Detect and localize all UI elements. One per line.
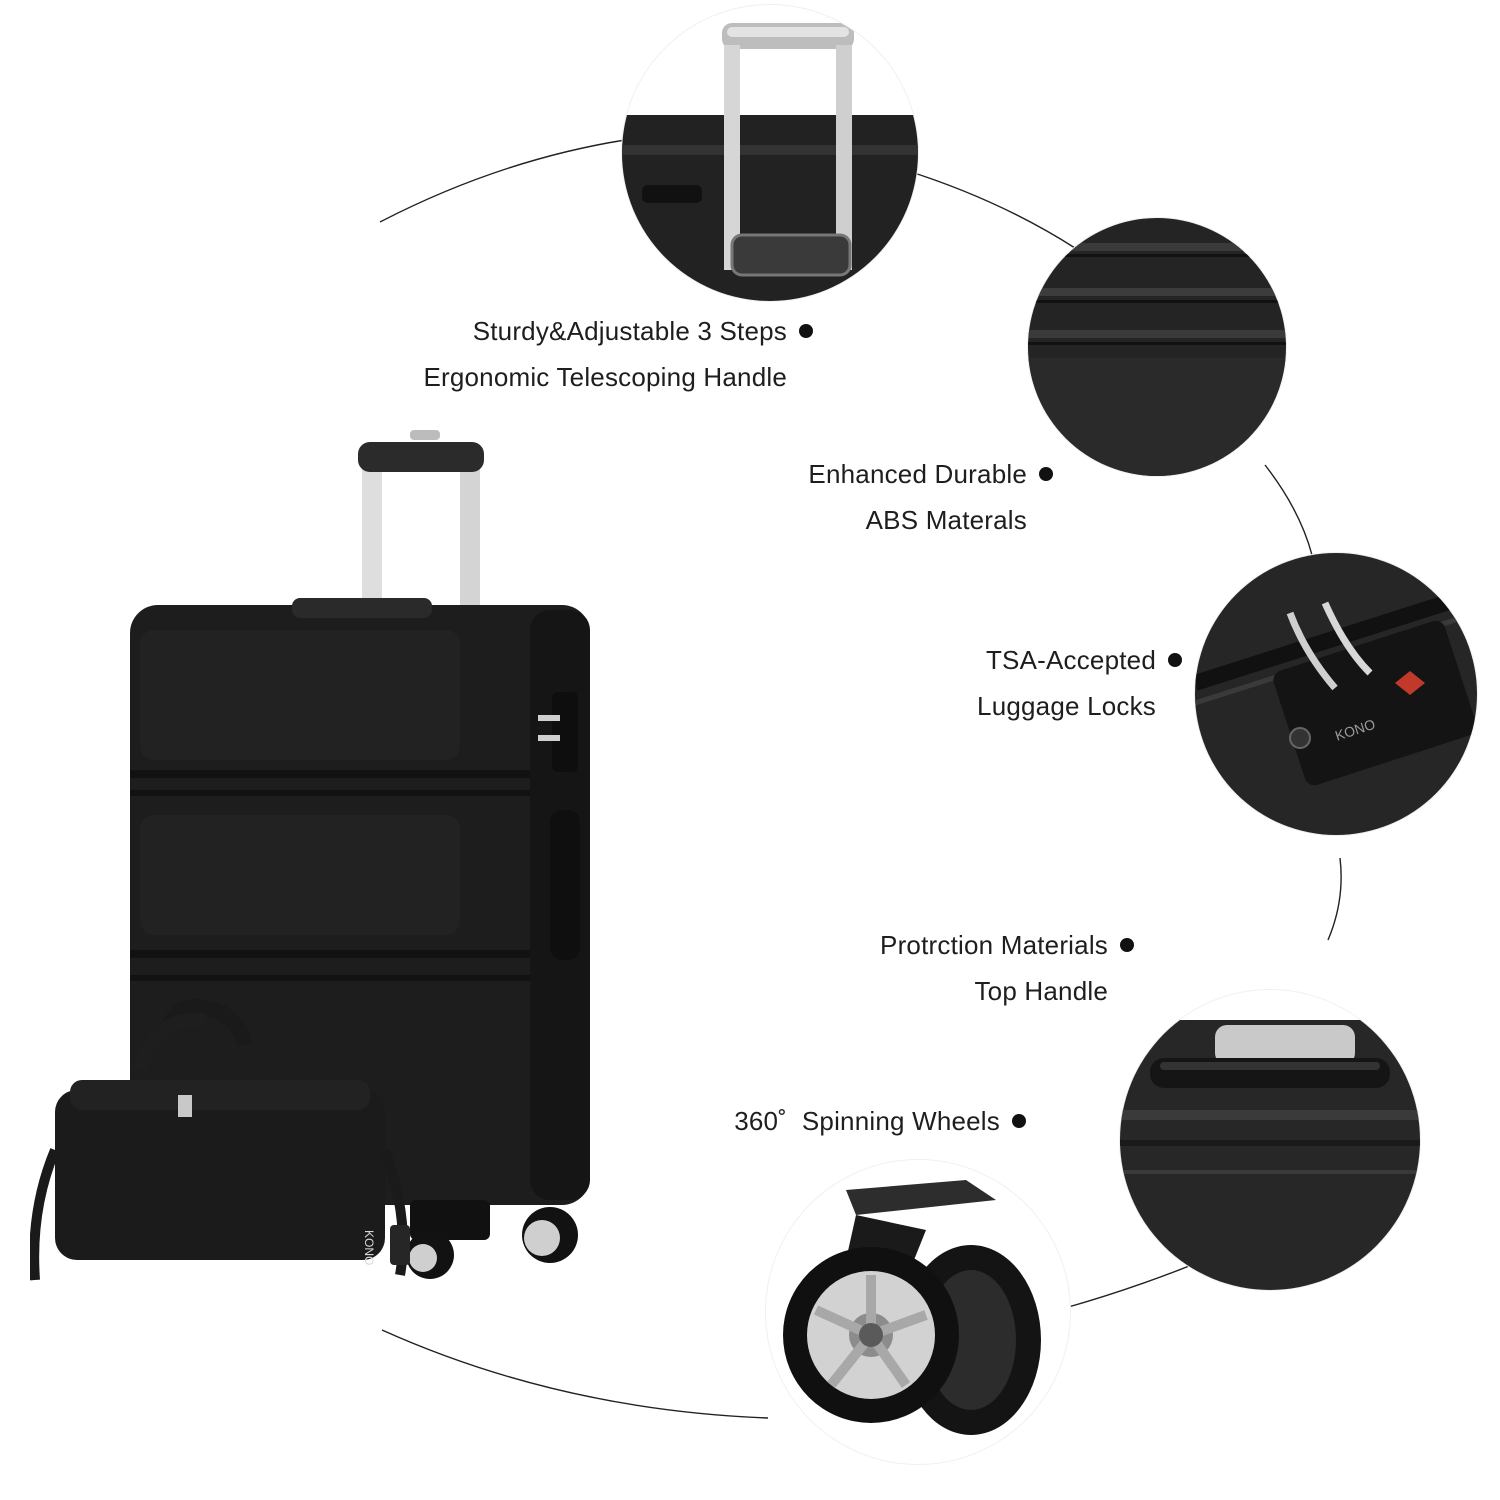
handle-rail-right: [460, 450, 480, 610]
material-detail-circle: [1028, 218, 1286, 476]
bag-brand-label: KONO: [362, 1230, 376, 1265]
lock-detail-circle: KONO: [1195, 553, 1477, 835]
feature-top-handle: Protrction Materials Top Handle: [880, 922, 1134, 1014]
luggage-set-illustration: KONO: [30, 430, 590, 1281]
feature-handle-line2: Ergonomic Telescoping Handle: [423, 362, 787, 392]
top-handle-detail-circle: [1120, 990, 1420, 1290]
feature-top-handle-line1: Protrction Materials: [880, 930, 1108, 960]
spinner-wheel-illustration: [783, 1180, 1041, 1435]
feature-materials-line2: ABS Materals: [865, 505, 1027, 535]
bullet-dot-icon: [1039, 467, 1053, 481]
feature-wheels: 360˚ Spinning Wheels: [734, 1098, 1026, 1144]
feature-materials-line1: Enhanced Durable: [808, 459, 1027, 489]
feature-top-handle-line2: Top Handle: [974, 976, 1108, 1006]
bullet-dot-icon: [1120, 938, 1134, 952]
top-handle-illustration: [1120, 1020, 1420, 1290]
duffel-bag: [55, 1090, 385, 1260]
wheels-detail-circle: [766, 1160, 1070, 1464]
abs-ribs-illustration: [1028, 218, 1286, 476]
bullet-dot-icon: [799, 324, 813, 338]
feature-locks: TSA-Accepted Luggage Locks: [977, 637, 1182, 729]
handle-grip: [358, 442, 484, 472]
feature-locks-line2: Luggage Locks: [977, 691, 1156, 721]
feature-materials: Enhanced Durable ABS Materals: [808, 451, 1053, 543]
bullet-dot-icon: [1012, 1114, 1026, 1128]
feature-locks-line1: TSA-Accepted: [985, 645, 1156, 675]
feature-wheels-line1: 360˚ Spinning Wheels: [734, 1106, 1000, 1136]
tsa-lock-illustration: KONO: [1195, 553, 1477, 835]
telescoping-handle-illustration: [622, 23, 918, 301]
handle-rail-left: [362, 450, 382, 610]
handle-detail-circle: [622, 5, 918, 301]
bullet-dot-icon: [1168, 653, 1182, 667]
feature-handle: Sturdy&Adjustable 3 Steps Ergonomic Tele…: [423, 308, 813, 400]
feature-handle-line1: Sturdy&Adjustable 3 Steps: [472, 316, 787, 346]
